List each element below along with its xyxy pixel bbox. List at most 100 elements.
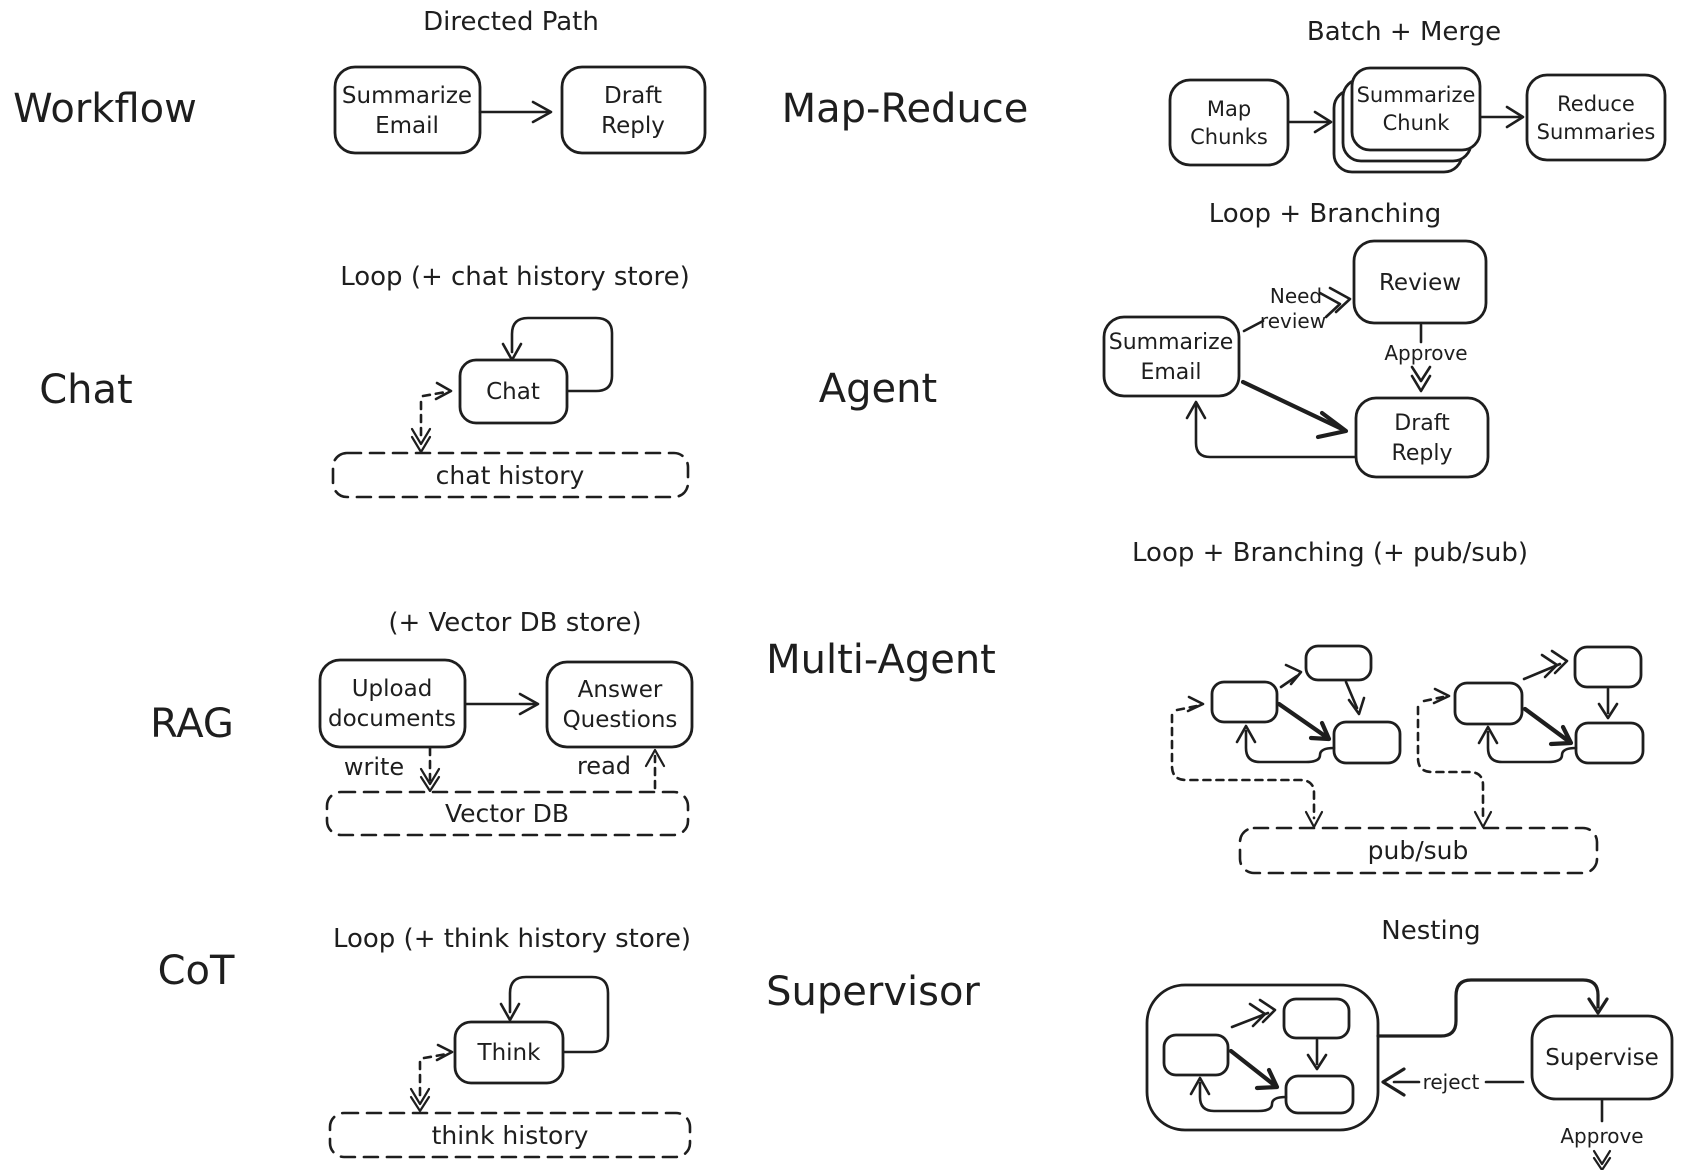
section-label-workflow: Workflow — [13, 86, 197, 132]
supervisor-edge-approve — [1592, 1098, 1612, 1170]
agent-edge-approve — [1410, 323, 1432, 393]
multi-agent-right-node-a — [1453, 681, 1524, 726]
cot-think-history-store-label: think history — [432, 1121, 589, 1150]
multi-agent-left-loop-back — [1235, 724, 1336, 764]
map-reduce-node-summarize-chunk-line2: Chunk — [1383, 111, 1451, 135]
multi-agent-right-node-c — [1574, 721, 1645, 765]
workflow-node-draft-reply-line2: Reply — [601, 113, 665, 139]
multi-agent-left-edge-a-b — [1279, 663, 1303, 689]
section-map-reduce: Map-Reduce Batch + Merge Map Chunks Summ… — [782, 17, 1667, 174]
rag-node-upload-documents — [318, 658, 467, 749]
section-rag: RAG (+ Vector DB store) Upload documents… — [150, 608, 694, 837]
multi-agent-pubsub-store-label: pub/sub — [1368, 836, 1469, 865]
workflow-node-draft-reply — [560, 65, 707, 155]
workflow-node-summarize-email-line1: Summarize — [342, 83, 472, 109]
section-agent: Agent Loop + Branching Review Summarize … — [819, 199, 1490, 479]
agent-edge-need-review-line1: Need — [1270, 284, 1322, 308]
supervisor-inner-node-c — [1284, 1074, 1355, 1115]
supervisor-inner-node-b — [1282, 997, 1351, 1040]
supervisor-inner-loop-back — [1189, 1076, 1288, 1113]
chat-history-store — [331, 451, 690, 499]
section-label-agent: Agent — [819, 366, 937, 412]
supervisor-inner-edge-a-c — [1228, 1048, 1280, 1091]
cot-think-history-store — [328, 1111, 692, 1159]
multi-agent-left-node-a — [1210, 680, 1279, 724]
map-reduce-arrow-1 — [1287, 110, 1333, 134]
multi-agent-right-input-dashed-arrow — [1422, 687, 1451, 705]
workflow-arrow — [478, 100, 553, 124]
multi-agent-right-node-b — [1573, 645, 1643, 689]
map-reduce-title: Batch + Merge — [1307, 17, 1501, 47]
map-reduce-node-reduce-summaries — [1525, 73, 1667, 162]
section-label-map-reduce: Map-Reduce — [782, 86, 1029, 132]
agent-node-draft-reply-line1: Draft — [1394, 411, 1450, 436]
rag-vector-db-store — [325, 790, 690, 837]
section-label-cot: CoT — [158, 948, 235, 994]
workflow-node-summarize-email-line2: Email — [375, 113, 439, 139]
map-reduce-node-summarize-chunk — [1350, 66, 1482, 152]
multi-agent-right-edge-a-c — [1522, 706, 1574, 747]
agent-edge-summarize-to-draft — [1240, 379, 1349, 440]
supervisor-edge-reject-label: reject — [1423, 1070, 1480, 1094]
map-reduce-node-map-chunks-line1: Map — [1207, 97, 1251, 121]
cot-store-dashed-arrow — [409, 1060, 431, 1113]
multi-agent-left-node-b — [1304, 644, 1373, 682]
chat-store-dashed-arrow — [410, 400, 432, 454]
rag-node-upload-documents-line1: Upload — [352, 676, 433, 702]
supervisor-inner-cluster — [1162, 997, 1355, 1115]
supervisor-edge-reject — [1381, 1067, 1525, 1097]
rag-node-answer-questions-line1: Answer — [578, 677, 663, 703]
agent-node-summarize-email — [1102, 315, 1241, 398]
section-multi-agent: Multi-Agent Loop + Branching (+ pub/sub) — [766, 538, 1645, 875]
supervisor-inner-edge-b-c — [1306, 1038, 1328, 1071]
section-label-multi-agent: Multi-Agent — [766, 637, 996, 683]
rag-node-answer-questions — [545, 660, 694, 749]
map-reduce-node-reduce-summaries-line1: Reduce — [1557, 92, 1635, 116]
multi-agent-right-edge-b-c — [1597, 687, 1619, 720]
map-reduce-node-summarize-chunk-line1: Summarize — [1357, 83, 1476, 107]
section-label-chat: Chat — [39, 367, 132, 413]
supervisor-inner-edge-a-b — [1230, 998, 1277, 1029]
cot-node-think-label: Think — [477, 1040, 542, 1066]
section-label-supervisor: Supervisor — [766, 969, 980, 1015]
supervisor-title: Nesting — [1381, 916, 1480, 946]
supervisor-edge-container-to-supervise — [1376, 978, 1609, 1038]
multi-agent-left-edge-b-c — [1344, 680, 1366, 716]
supervisor-inner-node-a — [1162, 1033, 1230, 1077]
workflow-title: Directed Path — [423, 7, 599, 37]
chat-history-store-label: chat history — [436, 461, 585, 490]
agent-edge-approve-label: Approve — [1384, 341, 1467, 365]
section-chat: Chat Loop (+ chat history store) Chat ch… — [39, 262, 690, 499]
multi-agent-right-loop-back — [1477, 725, 1578, 764]
agent-node-summarize-email-line1: Summarize — [1109, 330, 1234, 355]
rag-title: (+ Vector DB store) — [388, 608, 641, 638]
workflow-node-summarize-email — [333, 65, 482, 155]
cot-title: Loop (+ think history store) — [333, 924, 691, 954]
rag-node-answer-questions-line2: Questions — [563, 707, 678, 733]
agent-edge-need-review — [1242, 286, 1352, 333]
multi-agent-cluster-right — [1416, 645, 1645, 829]
supervisor-node-supervise-label: Supervise — [1545, 1045, 1659, 1071]
workflow-node-draft-reply-line1: Draft — [604, 83, 662, 109]
map-reduce-node-reduce-summaries-line2: Summaries — [1537, 120, 1656, 144]
agent-node-draft-reply — [1354, 396, 1490, 479]
section-label-rag: RAG — [150, 701, 234, 747]
rag-vector-db-store-label: Vector DB — [445, 799, 569, 828]
supervisor-edge-approve-label: Approve — [1560, 1124, 1643, 1148]
agent-edge-need-review-line2: review — [1260, 309, 1326, 333]
map-reduce-node-map-chunks — [1168, 78, 1290, 167]
multi-agent-left-node-c — [1332, 720, 1402, 765]
cot-node-think — [453, 1020, 565, 1085]
chat-node — [458, 358, 569, 425]
section-cot: CoT Loop (+ think history store) Think t… — [158, 924, 692, 1159]
map-reduce-arrow-2 — [1479, 105, 1525, 129]
rag-edge-read-label: read — [577, 752, 631, 780]
agent-node-summarize-email-line2: Email — [1140, 360, 1201, 385]
chat-title: Loop (+ chat history store) — [340, 262, 690, 292]
chat-node-label: Chat — [486, 379, 540, 405]
multi-agent-cluster-left — [1170, 644, 1402, 829]
agent-node-review — [1352, 239, 1488, 325]
rag-edge-write-label: write — [344, 753, 404, 781]
section-supervisor: Supervisor Nesting — [766, 916, 1674, 1170]
